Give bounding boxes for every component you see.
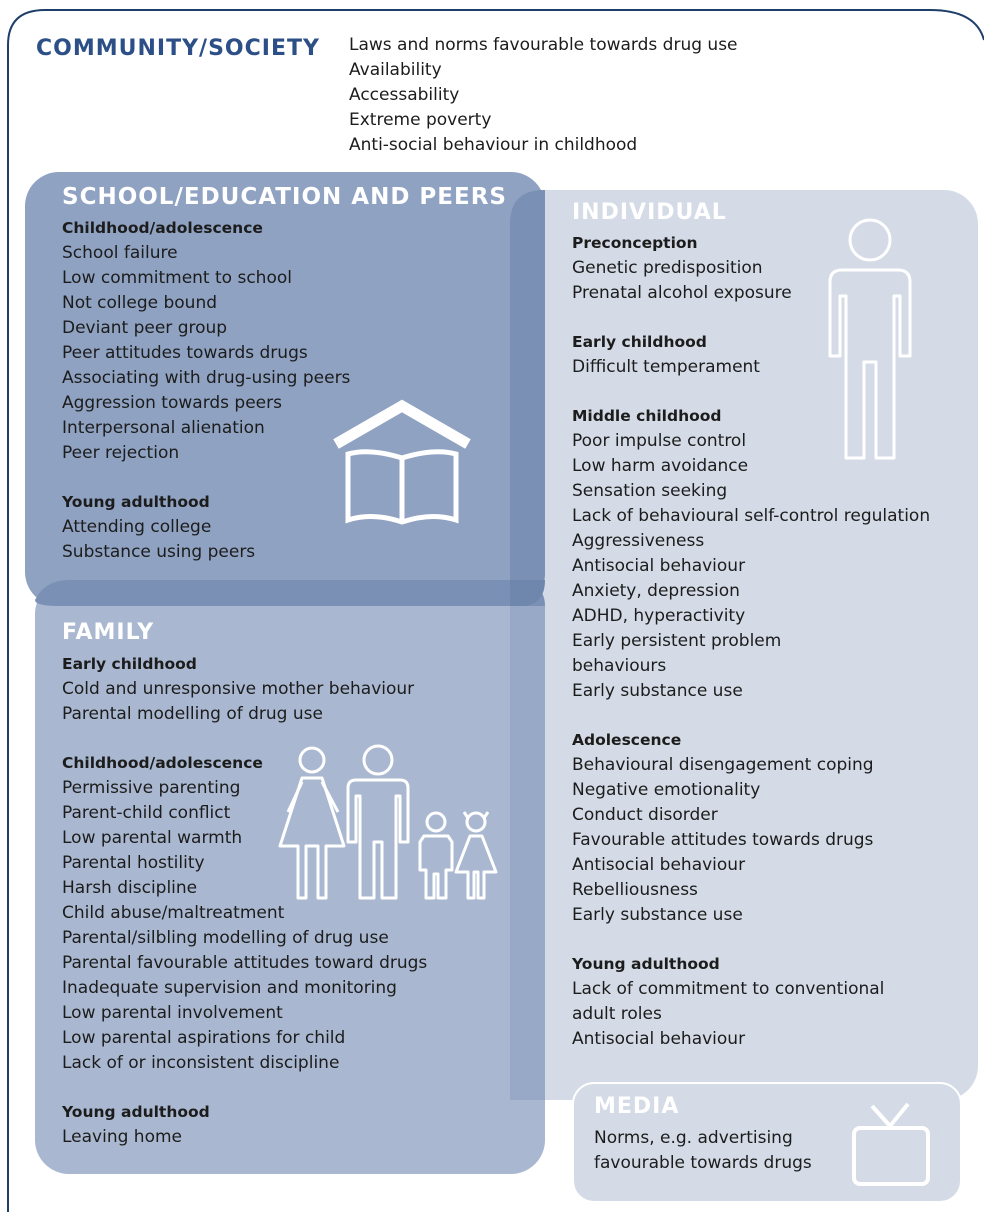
family-box	[35, 580, 545, 1174]
family-item: Permissive parenting	[62, 778, 241, 798]
school-family-overlap	[35, 580, 545, 606]
school-item: Peer rejection	[62, 443, 180, 463]
family-item: Lack of or inconsistent discipline	[62, 1053, 340, 1073]
individual-item: Early substance use	[572, 905, 743, 925]
family-group-heading: Young adulthood	[62, 1103, 210, 1121]
family-item: Parental modelling of drug use	[62, 704, 323, 724]
school-item: Deviant peer group	[62, 318, 228, 338]
family-item: Parental favourable attitudes toward dru…	[62, 953, 428, 973]
individual-content: Preconception Genetic predisposition Pre…	[572, 231, 930, 1052]
individual-item: Negative emotionality	[572, 780, 761, 800]
community-title: COMMUNITY/SOCIETY	[36, 36, 320, 61]
school-group-heading: Young adulthood	[62, 493, 210, 511]
family-title: FAMILY	[62, 620, 155, 645]
family-item: Inadequate supervision and monitoring	[62, 978, 397, 998]
school-item: Associating with drug-using peers	[62, 368, 351, 388]
individual-item: ADHD, hyperactivity	[572, 606, 746, 626]
media-item: favourable towards drugs	[594, 1153, 812, 1173]
individual-item: adult roles	[572, 1004, 662, 1024]
family-item: Low parental involvement	[62, 1003, 283, 1023]
media-content: Norms, e.g. advertising favourable towar…	[594, 1126, 812, 1176]
individual-item: Antisocial behaviour	[572, 1029, 746, 1049]
family-item: Low parental aspirations for child	[62, 1028, 346, 1048]
individual-item: Favourable attitudes towards drugs	[572, 830, 874, 850]
individual-title: INDIVIDUAL	[572, 200, 727, 225]
tv-icon	[852, 1102, 930, 1186]
community-item: Laws and norms favourable towards drug u…	[349, 35, 738, 55]
school-item: Aggression towards peers	[62, 393, 282, 413]
individual-item: Sensation seeking	[572, 481, 728, 501]
school-content: Childhood/adolescence School failure Low…	[62, 216, 350, 565]
individual-item: Lack of behavioural self-control regulat…	[572, 506, 931, 526]
individual-item: Early persistent problem	[572, 631, 782, 651]
school-item: Low commitment to school	[62, 268, 292, 288]
school-item: Peer attitudes towards drugs	[62, 343, 308, 363]
school-item: Attending college	[62, 517, 212, 537]
individual-item: Genetic predisposition	[572, 258, 763, 278]
family-item: Low parental warmth	[62, 828, 243, 848]
community-item: Anti-social behaviour in childhood	[349, 135, 638, 155]
individual-item: Rebelliousness	[572, 880, 698, 900]
family-item: Cold and unresponsive mother behaviour	[62, 679, 415, 699]
individual-item: Early substance use	[572, 681, 743, 701]
individual-item: Behavioural disengagement coping	[572, 755, 874, 775]
family-individual-overlap	[510, 606, 545, 1100]
book-house-icon	[333, 399, 471, 525]
individual-item: Antisocial behaviour	[572, 855, 746, 875]
school-group-heading: Childhood/adolescence	[62, 219, 263, 237]
family-content: Early childhood Cold and unresponsive mo…	[62, 652, 427, 1150]
individual-group-heading: Preconception	[572, 234, 698, 252]
individual-item: Low harm avoidance	[572, 456, 749, 476]
individual-group-heading: Middle childhood	[572, 407, 722, 425]
media-item: Norms, e.g. advertising	[594, 1128, 793, 1148]
community-item: Accessability	[349, 85, 460, 105]
community-item: Availability	[349, 60, 442, 80]
school-item: School failure	[62, 243, 178, 263]
individual-item: Antisocial behaviour	[572, 556, 746, 576]
individual-item: Difficult temperament	[572, 357, 760, 377]
individual-item: behaviours	[572, 656, 667, 676]
family-item: Parental hostility	[62, 853, 205, 873]
individual-item: Anxiety, depression	[572, 581, 740, 601]
individual-item: Aggressiveness	[572, 531, 705, 551]
family-item: Leaving home	[62, 1127, 182, 1147]
family-icon	[278, 744, 498, 900]
family-item: Parent-child conflict	[62, 803, 231, 823]
family-item: Harsh discipline	[62, 878, 198, 898]
individual-item: Conduct disorder	[572, 805, 718, 825]
family-group-heading: Early childhood	[62, 655, 197, 673]
school-box	[25, 172, 545, 606]
individual-group-heading: Early childhood	[572, 333, 707, 351]
school-title: SCHOOL/EDUCATION AND PEERS	[62, 184, 507, 210]
community-item: Extreme poverty	[349, 110, 492, 130]
family-item: Parental/silbling modelling of drug use	[62, 928, 389, 948]
community-list: Laws and norms favourable towards drug u…	[349, 33, 738, 158]
school-item: Interpersonal alienation	[62, 418, 265, 438]
individual-group-heading: Young adulthood	[572, 955, 720, 973]
school-individual-overlap	[510, 190, 545, 606]
school-item: Substance using peers	[62, 542, 256, 562]
person-icon	[828, 218, 912, 460]
individual-group-heading: Adolescence	[572, 731, 682, 749]
family-item: Child abuse/maltreatment	[62, 903, 285, 923]
individual-item: Prenatal alcohol exposure	[572, 283, 792, 303]
family-group-heading: Childhood/adolescence	[62, 754, 263, 772]
triple-overlap	[510, 580, 545, 606]
individual-item: Lack of commitment to conventional	[572, 979, 885, 999]
media-title: MEDIA	[594, 1094, 680, 1119]
individual-item: Poor impulse control	[572, 431, 747, 451]
school-item: Not college bound	[62, 293, 218, 313]
